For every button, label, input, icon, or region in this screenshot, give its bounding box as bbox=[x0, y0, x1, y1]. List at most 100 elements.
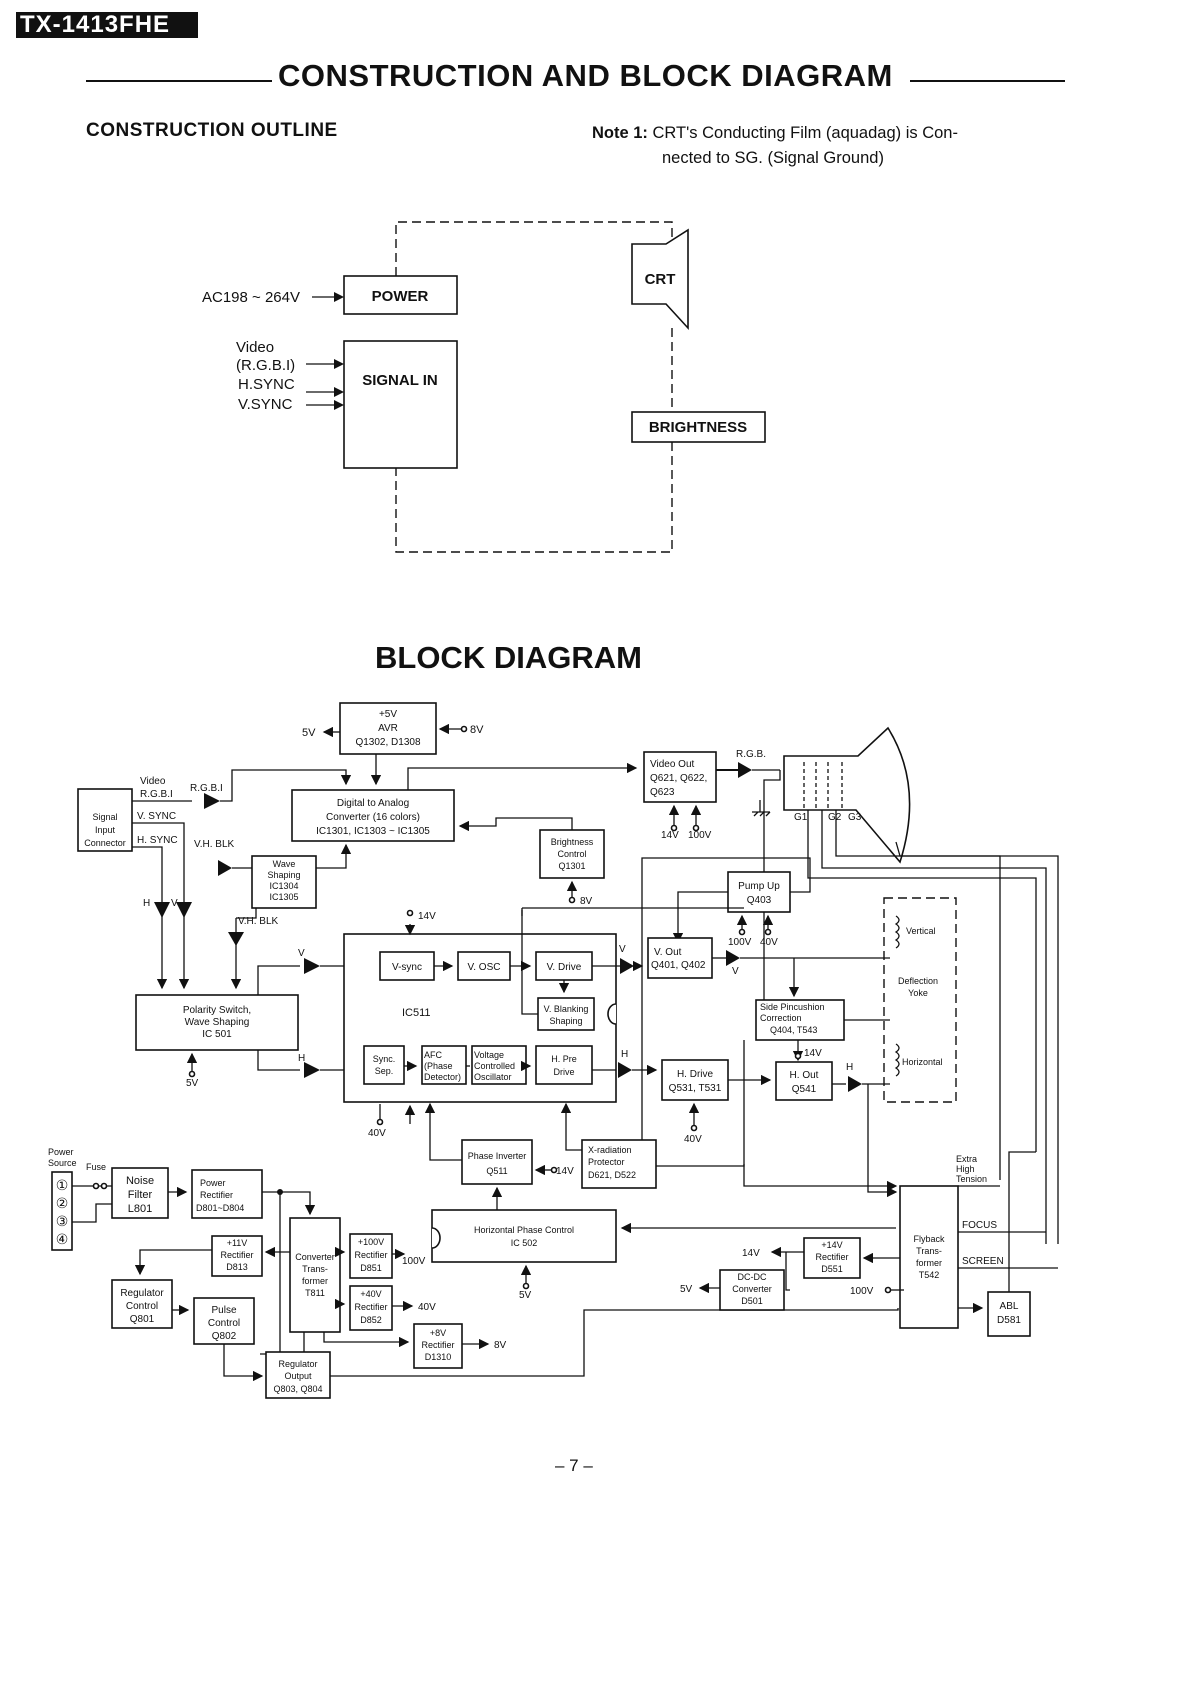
hsync-wire bbox=[132, 846, 168, 990]
ic511-14v-label: 14V bbox=[418, 911, 436, 922]
video-rgbi-label: R.G.B.I bbox=[140, 789, 173, 800]
vsync-block: V-sync bbox=[379, 951, 435, 981]
r11-block: +11V Rectifier D813 bbox=[211, 1235, 263, 1277]
polarity-v-out bbox=[257, 965, 300, 995]
side-pincushion-box bbox=[755, 999, 845, 1041]
hout-to-flyback bbox=[867, 1084, 898, 1198]
plug-block bbox=[51, 1171, 73, 1251]
video-out-line2: Q621, Q622, bbox=[650, 773, 707, 784]
focus-label: FOCUS bbox=[962, 1220, 997, 1231]
r100-block: +100V Rectifier D851 bbox=[349, 1233, 393, 1279]
arrow-head bbox=[334, 400, 344, 410]
dcdc-line2: Converter bbox=[732, 1284, 772, 1294]
polarity-box bbox=[135, 994, 299, 1051]
pump-line1: Pump Up bbox=[738, 881, 780, 892]
brightness-line2: Control bbox=[557, 849, 586, 859]
r11-line3: D813 bbox=[226, 1262, 248, 1272]
terminal bbox=[460, 725, 468, 733]
r100-box bbox=[349, 1233, 393, 1279]
reg-output-box bbox=[265, 1351, 331, 1399]
phase-to-afc bbox=[424, 1102, 462, 1161]
vout-box bbox=[647, 937, 713, 979]
afc-line2: (Phase bbox=[424, 1061, 453, 1071]
sync-sep-line1: Sync. bbox=[373, 1054, 396, 1064]
flyback-line1: Flyback bbox=[913, 1234, 945, 1244]
abl-line2: D581 bbox=[997, 1315, 1021, 1326]
conv-line2: Trans- bbox=[302, 1264, 328, 1274]
xray-block: X-radiation Protector D621, D522 bbox=[581, 1139, 657, 1189]
plug-3: ③ bbox=[56, 1213, 69, 1229]
r14-to-dcdc bbox=[785, 1252, 790, 1291]
terminal bbox=[376, 1118, 384, 1126]
avr-line2: AVR bbox=[378, 723, 398, 734]
hdrive-block: H. Drive Q531, T531 bbox=[661, 1059, 729, 1101]
phase-inverter-box bbox=[461, 1139, 533, 1185]
phase-14v-label: 14V bbox=[556, 1166, 574, 1177]
conv-to-r8 bbox=[323, 1332, 410, 1348]
ac-arrow-head bbox=[334, 292, 344, 302]
power-box bbox=[343, 275, 458, 315]
polarity-switch-block: Polarity Switch, Wave Shaping IC 501 bbox=[135, 994, 299, 1051]
r40-block: +40V Rectifier D852 bbox=[349, 1285, 393, 1331]
brightness-to-dac bbox=[458, 817, 573, 832]
eht-wire bbox=[895, 841, 1001, 1180]
r8-block: +8V Rectifier D1310 bbox=[413, 1323, 463, 1369]
wave-shaping-box bbox=[251, 855, 317, 909]
side-pin-line1: Side Pincushion bbox=[760, 1002, 825, 1012]
vout-line1: V. Out bbox=[654, 947, 682, 958]
flyback-line3: former bbox=[916, 1258, 942, 1268]
blanking-bus bbox=[521, 907, 744, 916]
pump-to-vout bbox=[672, 891, 728, 944]
side-pin-line3: Q404, T543 bbox=[770, 1025, 817, 1035]
terminal bbox=[188, 1070, 196, 1078]
fuse-label: Fuse bbox=[86, 1162, 106, 1172]
power-label: POWER bbox=[372, 288, 429, 305]
r14-line1: +14V bbox=[821, 1240, 842, 1250]
ic-notch bbox=[607, 1003, 617, 1025]
arrow-head bbox=[738, 762, 752, 778]
r14-out-label: 14V bbox=[742, 1248, 760, 1259]
ic511-40v-label: 40V bbox=[368, 1128, 386, 1139]
hout-box bbox=[775, 1061, 833, 1101]
page-title: CONSTRUCTION AND BLOCK DIAGRAM bbox=[278, 58, 893, 93]
power-rectifier-box bbox=[191, 1169, 263, 1219]
input-hsync-label: H.SYNC bbox=[238, 376, 295, 393]
xray-to-flyback bbox=[743, 1164, 898, 1192]
video-out-line1: Video Out bbox=[650, 759, 695, 770]
vsync-wire bbox=[132, 822, 190, 990]
pump-40v-label: 40V bbox=[760, 937, 778, 948]
screen-label: SCREEN bbox=[962, 1256, 1004, 1267]
prect-line1: Power bbox=[200, 1178, 226, 1188]
v-label-2: V bbox=[298, 948, 305, 959]
horizontal-coil bbox=[894, 1043, 900, 1077]
flyback-100v-label: 100V bbox=[850, 1286, 874, 1297]
noise-filter-block: Noise Filter L801 bbox=[111, 1167, 169, 1219]
terminal bbox=[764, 928, 772, 936]
conv-line4: T811 bbox=[305, 1288, 325, 1298]
r14-block: +14V Rectifier D551 bbox=[803, 1237, 861, 1279]
dac-to-video-out bbox=[407, 762, 638, 790]
afc-line3: Detector) bbox=[424, 1072, 461, 1082]
hpc-5v-label: 5V bbox=[519, 1290, 532, 1301]
crt-block: CRT bbox=[631, 228, 689, 331]
signal-input-box bbox=[77, 788, 133, 852]
wire bbox=[316, 856, 347, 869]
terminal bbox=[738, 928, 746, 936]
terminal bbox=[550, 1166, 558, 1174]
pulse-to-reg-output bbox=[223, 1344, 264, 1382]
regctrl-line1: Regulator bbox=[120, 1288, 164, 1299]
conv-line3: former bbox=[302, 1276, 328, 1286]
input-rgbi-label: (R.G.B.I) bbox=[236, 357, 295, 374]
hout-line2: Q541 bbox=[792, 1084, 817, 1095]
ic511-label: IC511 bbox=[402, 1007, 431, 1019]
vdrive-label: V. Drive bbox=[547, 962, 582, 973]
regctrl-line2: Control bbox=[126, 1301, 158, 1312]
rect-to-reg-output bbox=[260, 1192, 288, 1355]
xray-to-hpre bbox=[560, 1102, 582, 1151]
arrow-head bbox=[334, 387, 344, 397]
video-out-block: Video Out Q621, Q622, Q623 bbox=[643, 751, 717, 803]
noise-line3: L801 bbox=[128, 1203, 152, 1215]
dcdc-block: DC-DC Converter D501 bbox=[719, 1269, 785, 1311]
avr-box bbox=[339, 702, 437, 755]
model-label: TX-1413FHE bbox=[16, 12, 199, 38]
